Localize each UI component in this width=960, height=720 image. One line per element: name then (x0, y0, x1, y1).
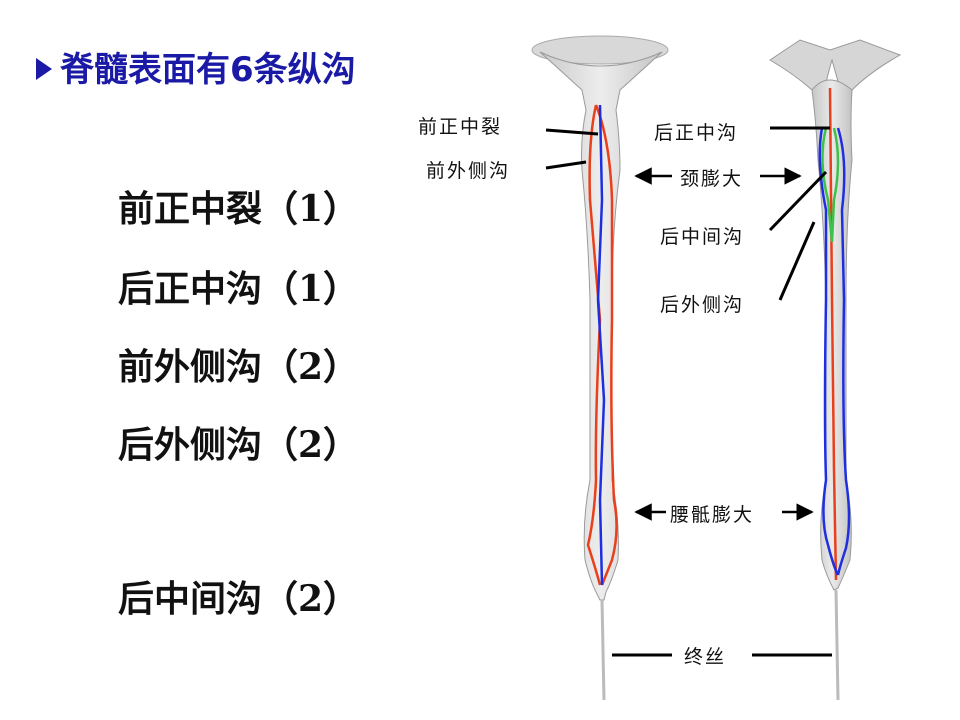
posterior-view-cord (769, 39, 902, 701)
list-item: 后正中沟（1） (118, 268, 360, 310)
anterior-view-cord (531, 35, 669, 701)
label-anterolateral-sulcus: 前外侧沟 (426, 160, 511, 182)
leader-line (778, 221, 816, 301)
label-posterior-intermediate-sulcus: 后中间沟 (660, 226, 745, 248)
list-item: 前外侧沟（2） (118, 346, 360, 388)
label-lumbosacral-enlargement: 腰骶膨大 (670, 504, 755, 526)
leader-line (545, 160, 587, 170)
label-posterior-median-sulcus: 后正中沟 (654, 122, 739, 144)
arrow-bullet-icon (36, 57, 52, 80)
slide-title-text: 脊髓表面有6条纵沟 (60, 50, 356, 90)
label-anterior-median-fissure: 前正中裂 (418, 116, 503, 138)
list-item: 后外侧沟（2） (118, 424, 360, 466)
label-cervical-enlargement: 颈膨大 (680, 168, 744, 190)
leader-line (545, 128, 599, 136)
label-filum-terminale: 终丝 (684, 646, 727, 668)
list-item: 前正中裂（1） (118, 188, 360, 230)
label-posterolateral-sulcus: 后外侧沟 (660, 294, 745, 316)
list-item: 后中间沟（2） (118, 578, 360, 620)
slide-title: 脊髓表面有6条纵沟 (36, 42, 356, 91)
leader-line (768, 170, 828, 232)
